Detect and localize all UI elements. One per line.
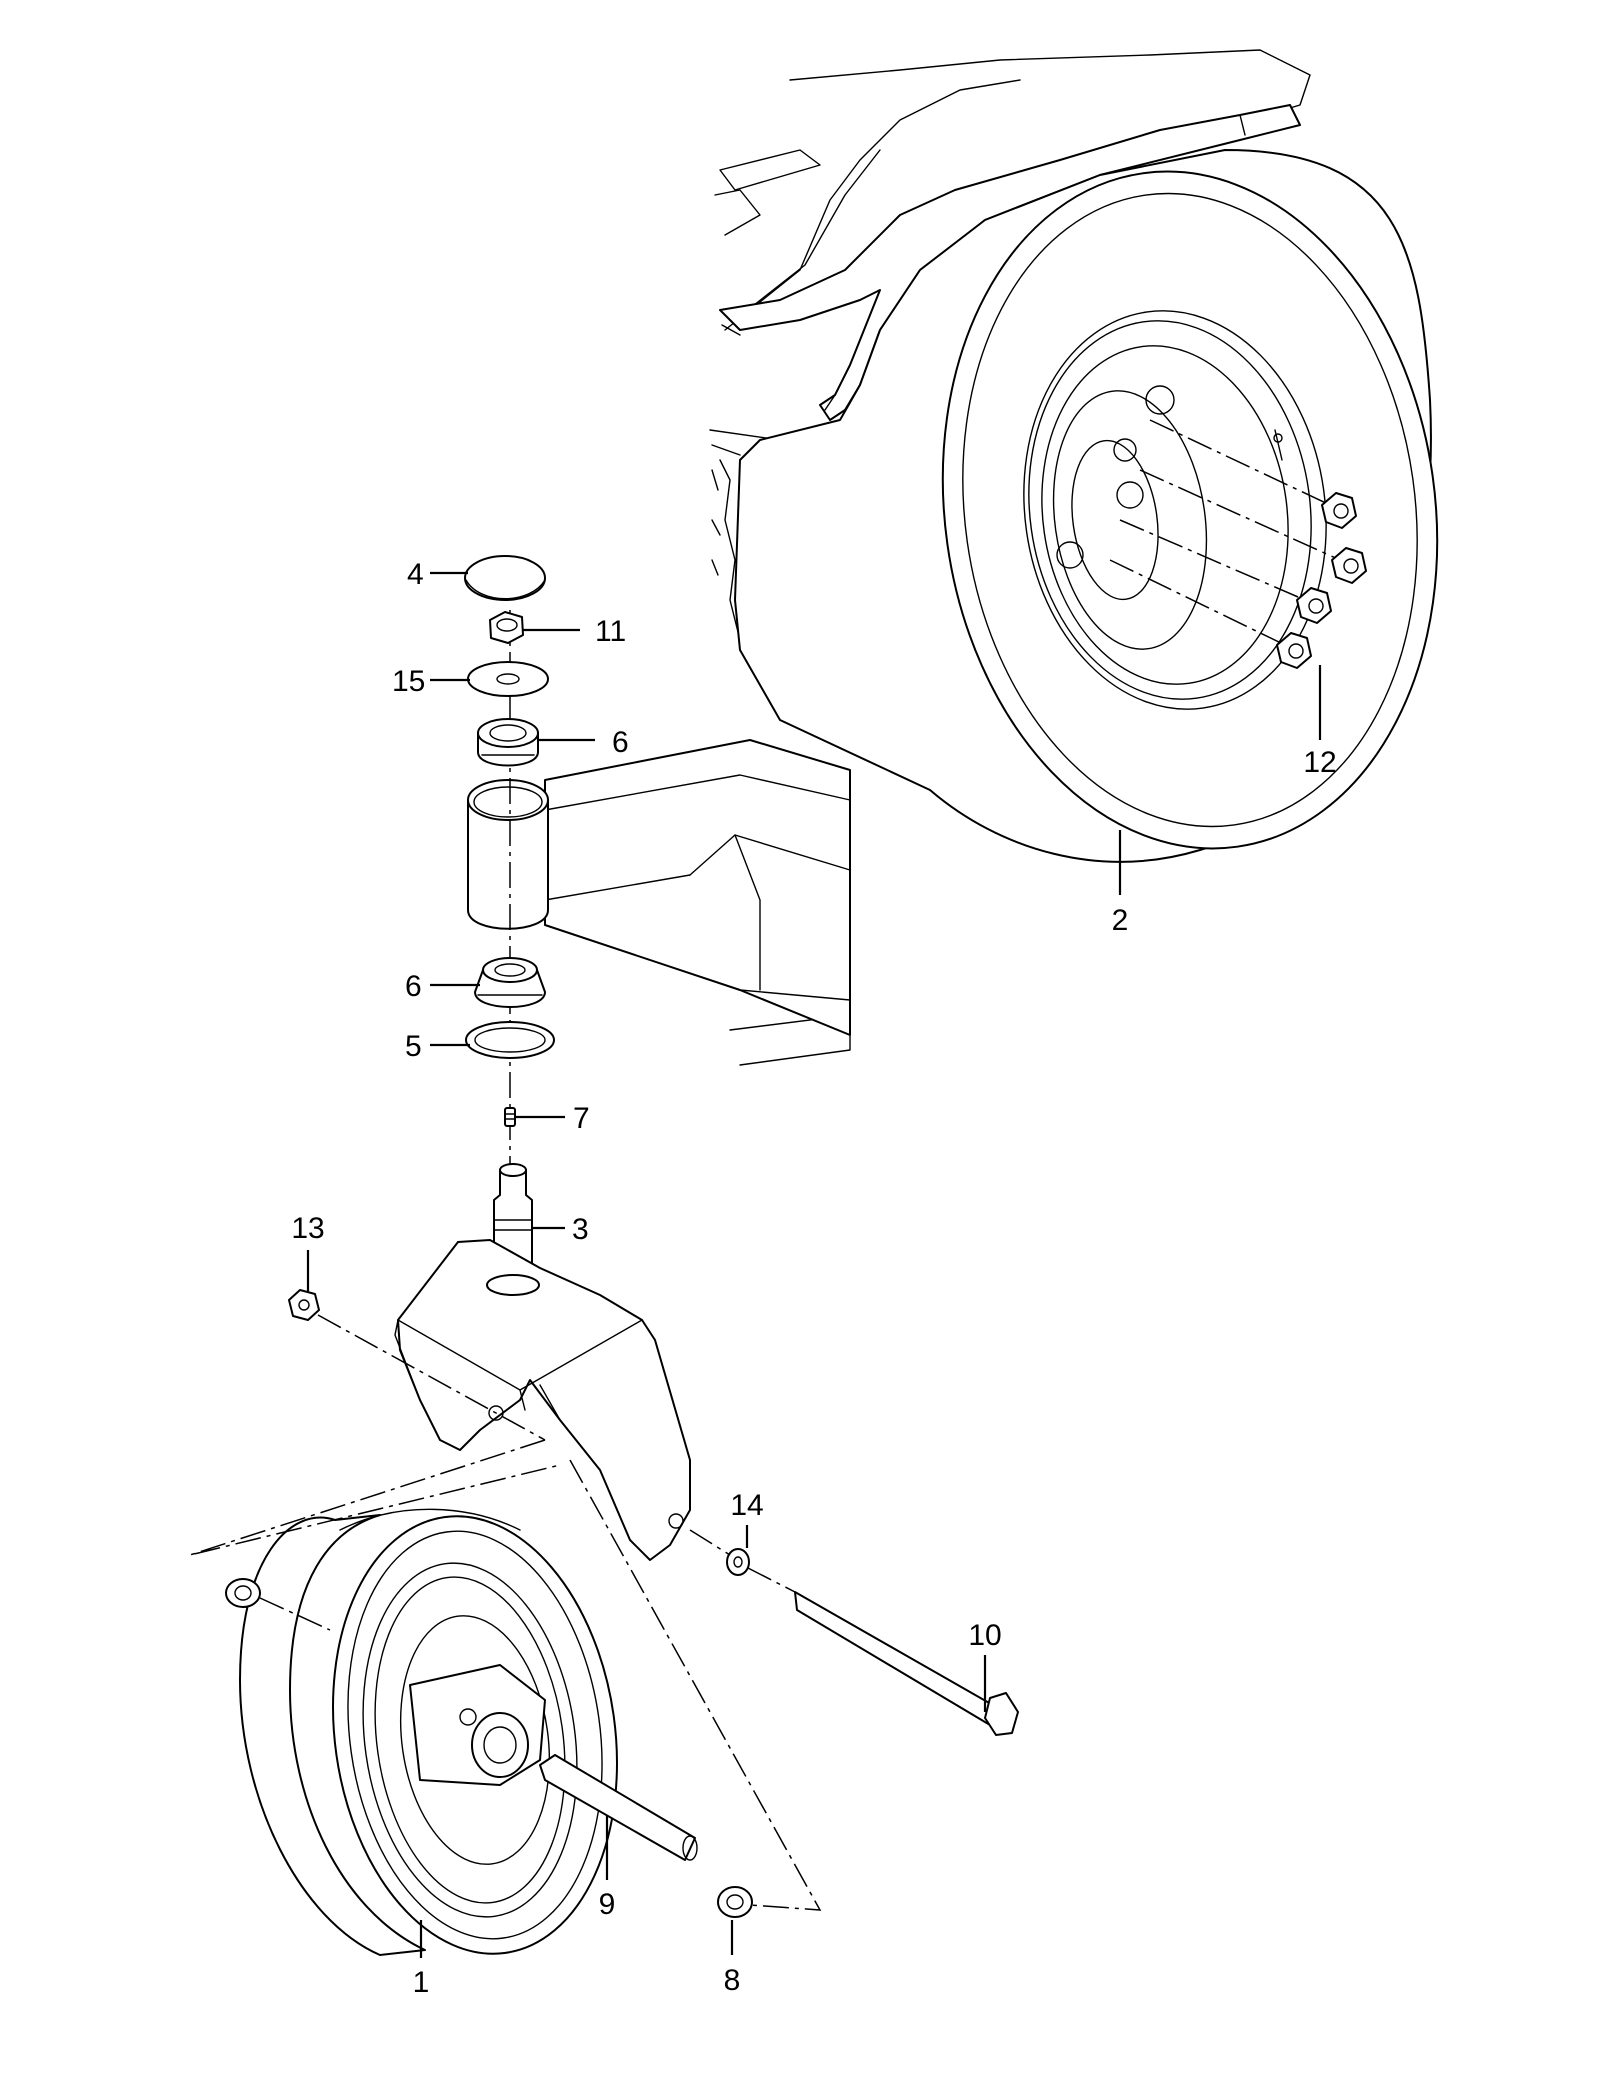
caster-fork <box>394 1239 691 1561</box>
frame-arm <box>467 739 851 1036</box>
wheel-nut <box>1296 587 1332 624</box>
callout-13: 13 <box>291 1212 324 1245</box>
grease-fitting <box>504 1107 516 1127</box>
caster-wheel <box>239 1508 618 1956</box>
dust-cap <box>464 555 546 601</box>
callout-6-lower: 6 <box>405 970 422 1003</box>
callout-9: 9 <box>599 1888 616 1921</box>
axle-washer <box>726 1548 750 1576</box>
lower-bearing <box>474 957 546 1008</box>
wheel-nut <box>1321 492 1357 529</box>
callout-4: 4 <box>407 558 424 591</box>
callout-3: 3 <box>572 1213 589 1246</box>
wheel-nut <box>1331 547 1367 584</box>
wheel-nuts <box>1109 419 1367 669</box>
assembly-lines <box>189 1314 822 1911</box>
callout-1: 1 <box>413 1966 430 1999</box>
callout-12: 12 <box>1303 746 1336 779</box>
callout-labels: 4 11 15 6 6 5 7 3 13 2 12 14 10 9 1 8 <box>291 558 1336 1999</box>
axle-bolt <box>794 1591 1019 1736</box>
upper-bearing <box>477 718 539 767</box>
callout-10: 10 <box>968 1619 1001 1652</box>
callout-leaders <box>306 571 1322 1958</box>
callout-14: 14 <box>730 1489 763 1522</box>
callout-8: 8 <box>724 1964 741 1997</box>
rear-wheel <box>734 149 1439 863</box>
flat-washer <box>467 661 549 697</box>
axle-lock-nut <box>288 1289 320 1321</box>
spacer-tube <box>539 1754 698 1861</box>
wheel-nut <box>1276 632 1312 669</box>
callout-7: 7 <box>573 1102 590 1135</box>
callout-6-upper: 6 <box>612 726 629 759</box>
spacer-left <box>225 1578 261 1608</box>
spindle-stack <box>464 555 555 1310</box>
callout-11: 11 <box>595 615 626 648</box>
callout-2: 2 <box>1112 904 1129 937</box>
callout-15: 15 <box>392 665 425 698</box>
caster-bearing <box>717 1886 753 1918</box>
seal <box>465 1021 555 1059</box>
lock-nut <box>489 611 524 644</box>
callout-5: 5 <box>405 1030 422 1063</box>
